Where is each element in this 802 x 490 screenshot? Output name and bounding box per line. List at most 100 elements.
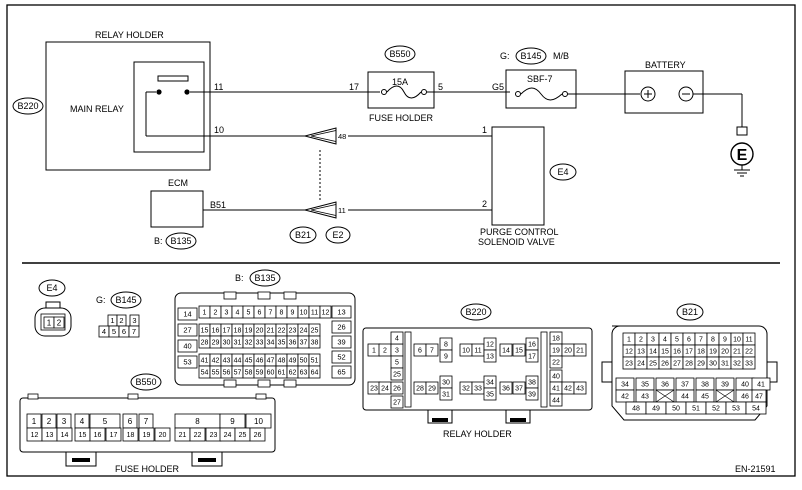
document-id: EN-21591 xyxy=(735,464,776,474)
pin-cell xyxy=(177,323,198,337)
pin-number: 7 xyxy=(144,417,149,426)
pin-cell xyxy=(331,335,352,349)
pin-number: 10 xyxy=(254,417,263,426)
pin-number: 42 xyxy=(564,385,572,392)
connector-48-label: 48 xyxy=(338,132,346,141)
pin-number: 15 xyxy=(661,348,669,355)
pin-number: 52 xyxy=(712,405,720,412)
pin-number: 11 xyxy=(745,336,752,343)
main-relay-box xyxy=(133,61,205,153)
pin-number: 64 xyxy=(311,369,319,376)
b220-latch-right xyxy=(505,410,531,424)
pin-number: 54 xyxy=(201,369,209,376)
main-relay-label: MAIN RELAY xyxy=(70,104,124,114)
b220-badge-text: B220 xyxy=(17,101,38,111)
pin-number: 35 xyxy=(486,391,494,398)
pin-number: 49 xyxy=(652,405,660,412)
pin-cell xyxy=(122,427,139,442)
pin-number: 1 xyxy=(372,347,376,354)
pin-cell xyxy=(105,427,122,442)
pin-number: 22 xyxy=(745,348,753,355)
pin-11-label: 11 xyxy=(214,82,223,92)
pin-cell xyxy=(189,427,206,442)
pin-number: 17 xyxy=(528,353,536,360)
fuse-holder-bottom-label: FUSE HOLDER xyxy=(115,464,180,474)
ground-e-text: E xyxy=(737,147,748,164)
pin-cell xyxy=(138,427,155,442)
blank-cavity xyxy=(715,389,735,403)
pin-number: 27 xyxy=(673,360,681,367)
pin-number: 16 xyxy=(94,432,102,439)
b550-latch-left xyxy=(65,452,97,467)
pin-number: 40 xyxy=(741,381,749,388)
pin-number: 9 xyxy=(444,353,448,360)
e2-badge xyxy=(325,226,351,244)
pin-number: 7 xyxy=(699,336,703,343)
pin-number: 14 xyxy=(61,432,69,439)
pin-number: 6 xyxy=(418,347,422,354)
b51-label: B51 xyxy=(210,200,226,210)
pin-number: 40 xyxy=(183,342,191,351)
pin-number: 10 xyxy=(462,347,470,354)
pin-number: 6 xyxy=(128,417,133,426)
pin-number: 29 xyxy=(428,385,436,392)
relay-holder-box xyxy=(45,41,211,171)
pin-number: 49 xyxy=(289,357,297,364)
pin-number: 32 xyxy=(462,385,470,392)
pin-number: 2 xyxy=(214,309,218,316)
pin-number: 19 xyxy=(552,347,560,354)
pin-number: 14 xyxy=(183,310,191,319)
pin-number: 1 xyxy=(32,417,37,426)
sbf7-label: SBF-7 xyxy=(527,74,553,84)
b135-badge xyxy=(165,232,197,250)
pin-number: 9 xyxy=(291,309,295,316)
connector-11 xyxy=(304,201,337,219)
pin-number: 62 xyxy=(289,369,297,376)
pin-number: 28 xyxy=(416,385,424,392)
pin-number: 24 xyxy=(637,360,645,367)
ecm-box xyxy=(150,190,204,228)
pin-number: 4 xyxy=(663,336,667,343)
pin-number: 29 xyxy=(212,339,220,346)
pin-number: 32 xyxy=(733,360,741,367)
pin-number: 2 xyxy=(47,417,52,426)
pin-number: 18 xyxy=(234,327,242,334)
pin-number: 21 xyxy=(733,348,741,355)
b135-badge-text: B135 xyxy=(170,236,191,246)
pin-number: 24 xyxy=(224,432,232,439)
pin-number: 7 xyxy=(430,347,434,354)
pin-number: 12 xyxy=(31,432,39,439)
relay-contact-bar xyxy=(157,75,189,82)
relay-holder-label: RELAY HOLDER xyxy=(95,30,164,40)
pin-number: 20 xyxy=(256,327,264,334)
pin-number: 1 xyxy=(110,316,114,325)
pin-number: 15 xyxy=(79,432,87,439)
pin-cell xyxy=(331,350,352,364)
pin-number: 12 xyxy=(486,341,494,348)
battery-label: BATTERY xyxy=(645,60,686,70)
pin-number: 7 xyxy=(269,309,273,316)
pin-number: 13 xyxy=(337,308,345,317)
pin-number: 48 xyxy=(632,405,640,412)
b550-badge-text: B550 xyxy=(389,49,410,59)
b145-badge-text: B145 xyxy=(520,51,541,61)
fuse-15a-label: 15A xyxy=(392,77,408,87)
pin-cell xyxy=(745,401,767,415)
b21-connector-body xyxy=(611,325,768,421)
pin-number: 23 xyxy=(370,385,378,392)
pin-number: 14 xyxy=(502,347,510,354)
pin-number: 26 xyxy=(393,385,401,392)
pin-cell xyxy=(425,381,439,395)
relay-contact-right xyxy=(184,89,190,95)
pin-number: 14 xyxy=(649,348,657,355)
pin-number: 38 xyxy=(701,381,709,388)
purge-valve-label-2: SOLENOID VALVE xyxy=(478,237,555,247)
pin-number: 35 xyxy=(641,381,649,388)
b21-badge-text: B21 xyxy=(295,230,311,240)
relay-contact-left xyxy=(156,89,162,95)
b145-badge xyxy=(515,47,547,65)
pin-number: 43 xyxy=(576,385,584,392)
pin-cell xyxy=(177,307,198,321)
pin-number: 16 xyxy=(528,341,536,348)
